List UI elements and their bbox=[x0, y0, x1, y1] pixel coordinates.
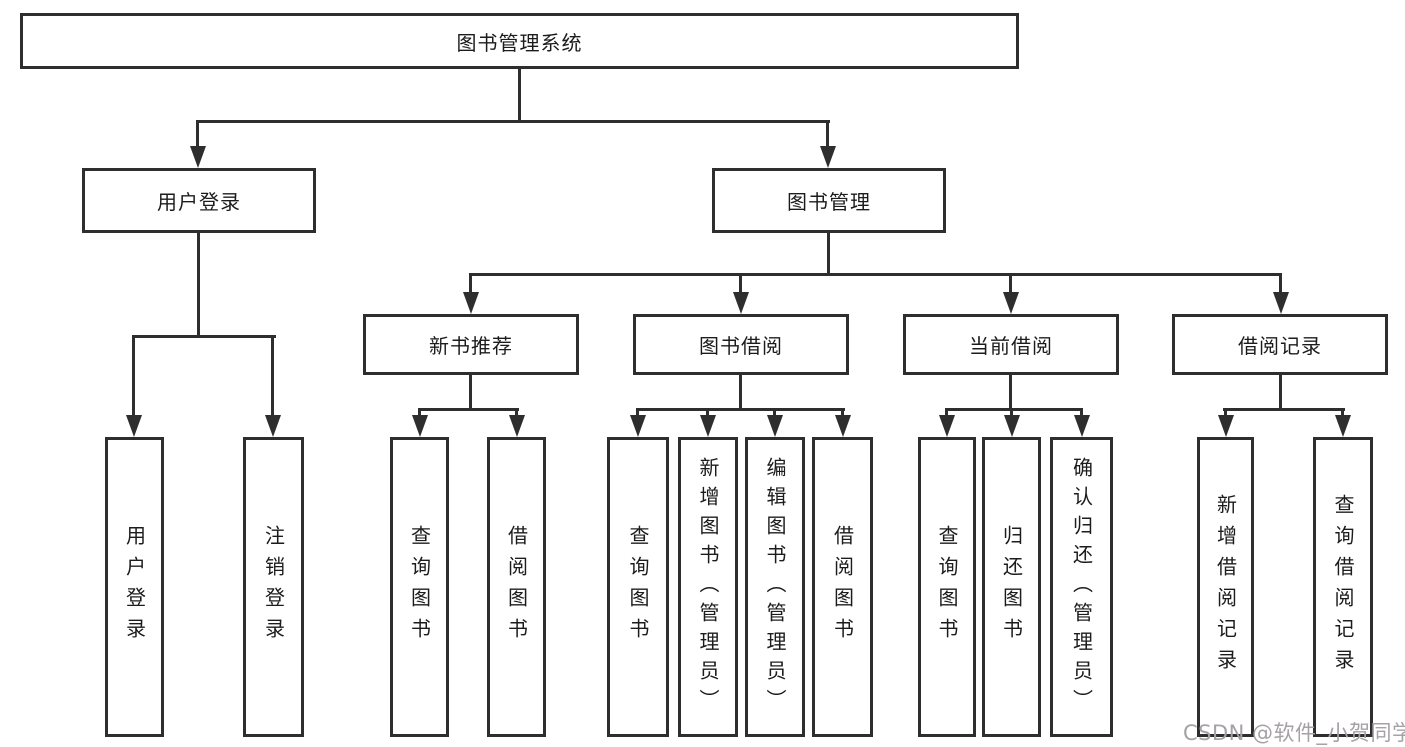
connector-current-borrow-bus bbox=[945, 408, 1083, 411]
node-current-borrowing: 当前借阅 bbox=[903, 314, 1119, 375]
node-new-book-recommend: 新书推荐 bbox=[363, 314, 579, 375]
node-book-management: 图书管理 bbox=[712, 168, 946, 233]
arrow-to-bb-edit bbox=[766, 408, 783, 437]
leaf-confirm-return-admin: 确认归还（管理员） bbox=[1050, 437, 1113, 737]
connector-user-login-bus bbox=[133, 335, 276, 338]
arrow-to-user-login bbox=[189, 120, 206, 168]
connector-book-borrow-stub bbox=[739, 374, 742, 411]
arrow-to-cb-query bbox=[938, 408, 955, 437]
arrow-to-current-borrowing bbox=[1002, 273, 1019, 314]
arrow-to-nb-query bbox=[411, 408, 428, 437]
arrow-to-borrowing-records bbox=[1272, 273, 1289, 314]
leaf-newbooks-borrow-books: 借阅图书 bbox=[487, 437, 546, 737]
arrow-to-book-management bbox=[819, 120, 836, 168]
connector-root-stub bbox=[518, 68, 521, 123]
connector-borrow-records-bus bbox=[1223, 408, 1345, 411]
leaf-logout: 注销登录 bbox=[243, 437, 304, 737]
leaf-user-login: 用户登录 bbox=[105, 437, 164, 737]
connector-level2-bus bbox=[197, 120, 830, 123]
arrow-to-book-borrowing bbox=[732, 273, 749, 314]
arrow-to-bb-add bbox=[699, 408, 716, 437]
arrow-to-br-query bbox=[1334, 408, 1351, 437]
arrow-to-nb-borrow bbox=[508, 408, 525, 437]
leaf-query-borrow-record: 查询借阅记录 bbox=[1313, 437, 1373, 737]
arrow-to-bb-query bbox=[629, 408, 646, 437]
csdn-watermark: CSDN @软件_小贺同学 bbox=[1183, 721, 1405, 745]
connector-level3-bus bbox=[469, 273, 1282, 276]
leaf-add-books-admin: 新增图书（管理员） bbox=[678, 437, 738, 737]
arrow-to-leaf-logout bbox=[264, 335, 281, 437]
connector-user-login-stub bbox=[197, 232, 200, 338]
arrow-to-new-books bbox=[462, 273, 479, 314]
node-borrowing-records: 借阅记录 bbox=[1172, 314, 1388, 375]
leaf-newbooks-query-books: 查询图书 bbox=[390, 437, 449, 737]
leaf-current-query-books: 查询图书 bbox=[918, 437, 976, 737]
leaf-return-books: 归还图书 bbox=[982, 437, 1041, 737]
leaf-borrow-query-books: 查询图书 bbox=[607, 437, 669, 737]
connector-borrow-records-stub bbox=[1279, 374, 1282, 411]
arrow-to-cb-return bbox=[1003, 408, 1020, 437]
connector-book-mgmt-stub bbox=[827, 232, 830, 276]
leaf-add-borrow-record: 新增借阅记录 bbox=[1197, 437, 1254, 737]
arrow-to-cb-confirm bbox=[1073, 408, 1090, 437]
node-user-login: 用户登录 bbox=[82, 168, 316, 233]
arrow-to-bb-borrow bbox=[834, 408, 851, 437]
connector-new-books-stub bbox=[469, 374, 472, 411]
connector-current-borrow-stub bbox=[1009, 374, 1012, 411]
leaf-borrow-borrow-books: 借阅图书 bbox=[812, 437, 873, 737]
node-book-borrowing: 图书借阅 bbox=[633, 314, 849, 375]
arrow-to-br-add bbox=[1217, 408, 1234, 437]
connector-new-books-bus bbox=[418, 408, 519, 411]
node-library-system: 图书管理系统 bbox=[20, 13, 1019, 69]
leaf-edit-books-admin: 编辑图书（管理员） bbox=[745, 437, 805, 737]
connector-book-borrow-bus bbox=[636, 408, 845, 411]
arrow-to-leaf-user-login bbox=[125, 335, 142, 437]
